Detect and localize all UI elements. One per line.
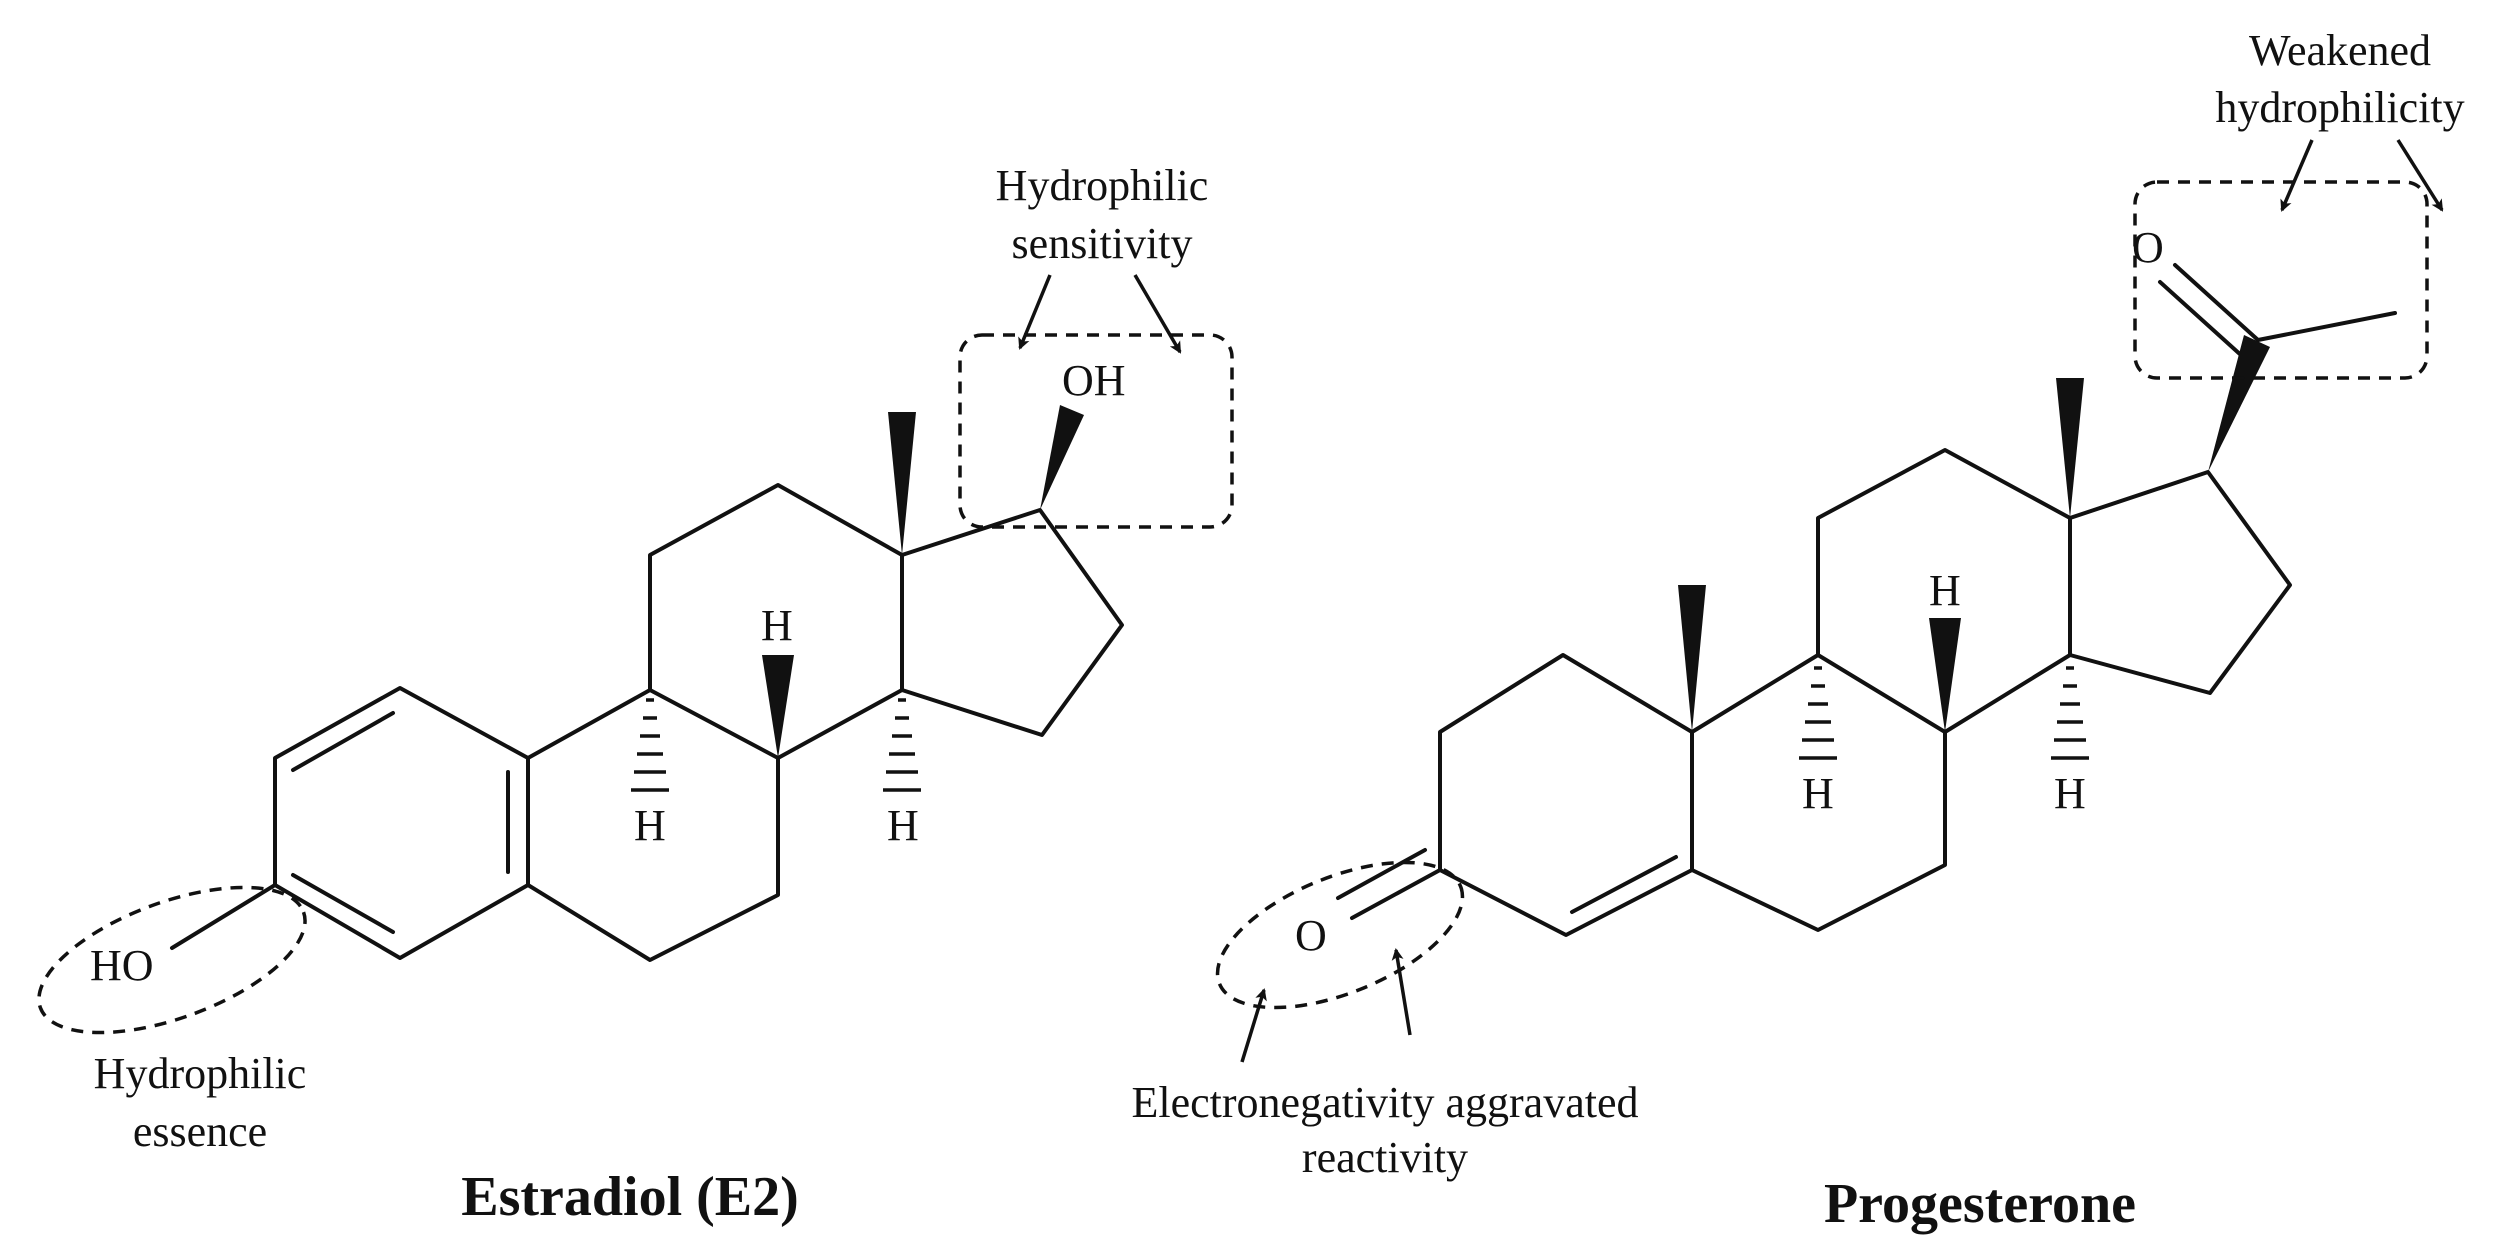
estradiol-hydrophilic-sensitivity-callout: Hydrophilic sensitivity	[958, 161, 1234, 529]
estradiol-h8-wedge	[762, 655, 794, 758]
estradiol-h9-hash	[631, 698, 669, 792]
estradiol-h9-label: H	[634, 801, 666, 850]
estradiol-hydrophilic-essence-callout: Hydrophilic essence	[37, 885, 307, 1156]
weakened-hydrophilicity-arrow-left	[2280, 139, 2314, 212]
progesterone-c3-o-bond-2	[1336, 848, 1427, 900]
progesterone-carbonyl-highlight-ellipse	[1215, 860, 1465, 1010]
progesterone-ring-b	[1690, 653, 1947, 932]
hydrophilic-sensitivity-line2: sensitivity	[1012, 219, 1193, 268]
progesterone-c20-o-bond-2	[2158, 280, 2244, 358]
estradiol-h14-hash	[883, 698, 921, 792]
progesterone-electronegativity-callout: Electronegativity aggravated reactivity	[1132, 860, 1639, 1182]
progesterone-c19-methyl-wedge	[1678, 585, 1706, 732]
estradiol-ring-c	[648, 483, 904, 760]
progesterone-h8-label: H	[1929, 566, 1961, 615]
progesterone-title: Progesterone	[1824, 1173, 2136, 1235]
estradiol-oh17-highlight-box	[958, 333, 1234, 529]
estradiol-c18-methyl-wedge	[888, 412, 916, 555]
progesterone-ring-c	[1816, 448, 2072, 734]
hydrophilic-sensitivity-arrow-left	[1018, 274, 1052, 350]
progesterone-c3-o-bond-1	[1350, 868, 1442, 920]
progesterone-h8-wedge	[1929, 618, 1961, 732]
progesterone-o3-label: O	[1295, 911, 1327, 960]
estradiol-ring-a-double-2	[291, 873, 395, 934]
progesterone-ring-a	[1438, 653, 1694, 937]
weakened-hydrophilicity-line1: Weakened	[2249, 26, 2431, 75]
progesterone-h9-label: H	[1802, 769, 1834, 818]
estradiol-structure: OH HO H H H	[90, 356, 1126, 990]
weakened-hydrophilicity-line2: hydrophilicity	[2215, 83, 2464, 132]
estradiol-ho-3-label: HO	[90, 941, 154, 990]
progesterone-c18-methyl-wedge	[2056, 378, 2084, 518]
weakened-hydrophilicity-arrow-right	[2396, 139, 2444, 212]
estradiol-ring-b	[526, 688, 780, 962]
estradiol-ring-d	[900, 508, 1124, 737]
estradiol-ho3-highlight-ellipse	[37, 885, 307, 1035]
progesterone-acetyl-highlight-box	[2133, 180, 2429, 380]
hydrophilic-sensitivity-arrow-right	[1133, 274, 1182, 354]
hydrophilic-sensitivity-line1: Hydrophilic	[996, 161, 1209, 210]
progesterone-c20-c21-bond	[2256, 311, 2397, 342]
progesterone-c20-o-bond-1	[2173, 263, 2260, 342]
progesterone-h14-label: H	[2054, 769, 2086, 818]
progesterone-weakened-hydrophilicity-callout: Weakened hydrophilicity	[2133, 26, 2465, 380]
electronegativity-line2: reactivity	[1302, 1133, 1468, 1182]
progesterone-structure: O O H H H	[1295, 223, 2397, 960]
progesterone-h9-hash	[1799, 666, 1837, 760]
progesterone-ring-d	[2068, 470, 2292, 695]
estradiol-oh-17-label: OH	[1062, 356, 1126, 405]
electronegativity-arrow-left	[1240, 988, 1267, 1063]
progesterone-h14-hash	[2051, 666, 2089, 760]
progesterone-o20-label: O	[2132, 223, 2164, 272]
estradiol-title: Estradiol (E2)	[461, 1166, 799, 1228]
estradiol-ring-a	[273, 686, 530, 960]
estradiol-c3-o-bond	[170, 883, 277, 950]
progesterone-c17-sidechain-wedge	[2208, 335, 2270, 472]
estradiol-h8-label: H	[761, 601, 793, 650]
hydrophilic-essence-line1: Hydrophilic	[94, 1049, 307, 1098]
estradiol-ring-a-double-1	[291, 711, 395, 772]
estradiol-h14-label: H	[887, 801, 919, 850]
estradiol-c17-oh-wedge	[1040, 405, 1084, 510]
electronegativity-arrow-right	[1391, 948, 1412, 1036]
progesterone-c4-c5-double	[1570, 855, 1678, 914]
hydrophilic-essence-line2: essence	[133, 1107, 267, 1156]
electronegativity-line1: Electronegativity aggravated	[1132, 1078, 1639, 1127]
